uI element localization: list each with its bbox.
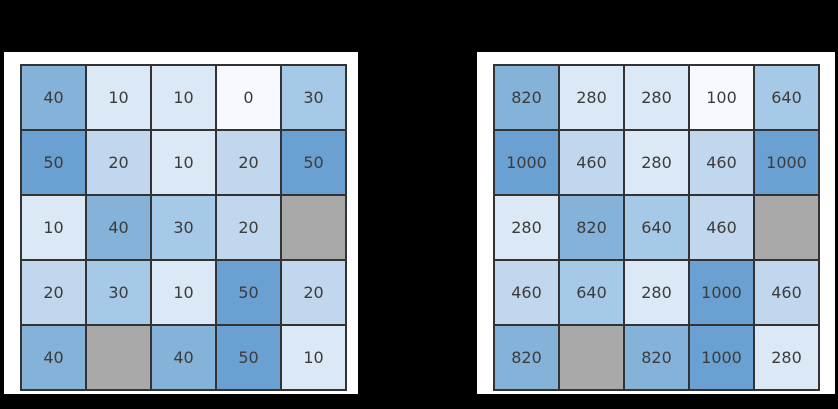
heatmap-cell-masked [86, 325, 151, 390]
heatmap-cell-masked [559, 325, 624, 390]
heatmap-cell: 100 [689, 65, 754, 130]
heatmap-cell: 30 [281, 65, 346, 130]
heatmap-cell: 30 [86, 260, 151, 325]
heatmap-cell: 280 [624, 130, 689, 195]
heatmap-cell: 280 [754, 325, 819, 390]
heatmap-cell: 50 [21, 130, 86, 195]
heatmap-cell: 820 [494, 325, 559, 390]
heatmap-cell: 40 [21, 65, 86, 130]
heatmap-cell: 20 [86, 130, 151, 195]
heatmap-cell: 820 [624, 325, 689, 390]
heatmap-cell: 640 [559, 260, 624, 325]
heatmap-cell: 50 [216, 260, 281, 325]
heatmap-cell: 280 [624, 260, 689, 325]
heatmap-cell: 820 [559, 195, 624, 260]
heatmap-cell: 50 [281, 130, 346, 195]
heatmap-cell: 30 [151, 195, 216, 260]
heatmap-cell: 40 [21, 325, 86, 390]
heatmap-cell: 460 [689, 130, 754, 195]
heatmap-cell: 460 [559, 130, 624, 195]
heatmap-cell: 10 [86, 65, 151, 130]
heatmap-cell: 1000 [754, 130, 819, 195]
heatmap-cell: 1000 [689, 325, 754, 390]
heatmap-cell: 0 [216, 65, 281, 130]
heatmap-cell: 640 [624, 195, 689, 260]
heatmap-cell: 1000 [494, 130, 559, 195]
heatmap-cell: 40 [151, 325, 216, 390]
heatmap-cell-masked [281, 195, 346, 260]
heatmap-cell: 280 [494, 195, 559, 260]
heatmap-cell: 460 [689, 195, 754, 260]
heatmap-cell: 20 [21, 260, 86, 325]
heatmap-cell: 40 [86, 195, 151, 260]
heatmap-cell: 10 [151, 260, 216, 325]
heatmap-cell: 280 [559, 65, 624, 130]
heatmap-cell: 460 [754, 260, 819, 325]
heatmap-cell: 20 [216, 130, 281, 195]
heatmap-cell: 10 [281, 325, 346, 390]
heatmap-cell: 1000 [689, 260, 754, 325]
heatmap-cell: 20 [216, 195, 281, 260]
heatmap-cell-masked [754, 195, 819, 260]
heatmap-cell: 10 [21, 195, 86, 260]
heatmap-cell: 10 [151, 130, 216, 195]
heatmap-cell: 10 [151, 65, 216, 130]
heatmap-cell: 820 [494, 65, 559, 130]
heatmap-cell: 20 [281, 260, 346, 325]
heatmap-cell: 50 [216, 325, 281, 390]
heatmap-cell: 460 [494, 260, 559, 325]
heatmap-cell: 640 [754, 65, 819, 130]
heatmap-cell: 280 [624, 65, 689, 130]
